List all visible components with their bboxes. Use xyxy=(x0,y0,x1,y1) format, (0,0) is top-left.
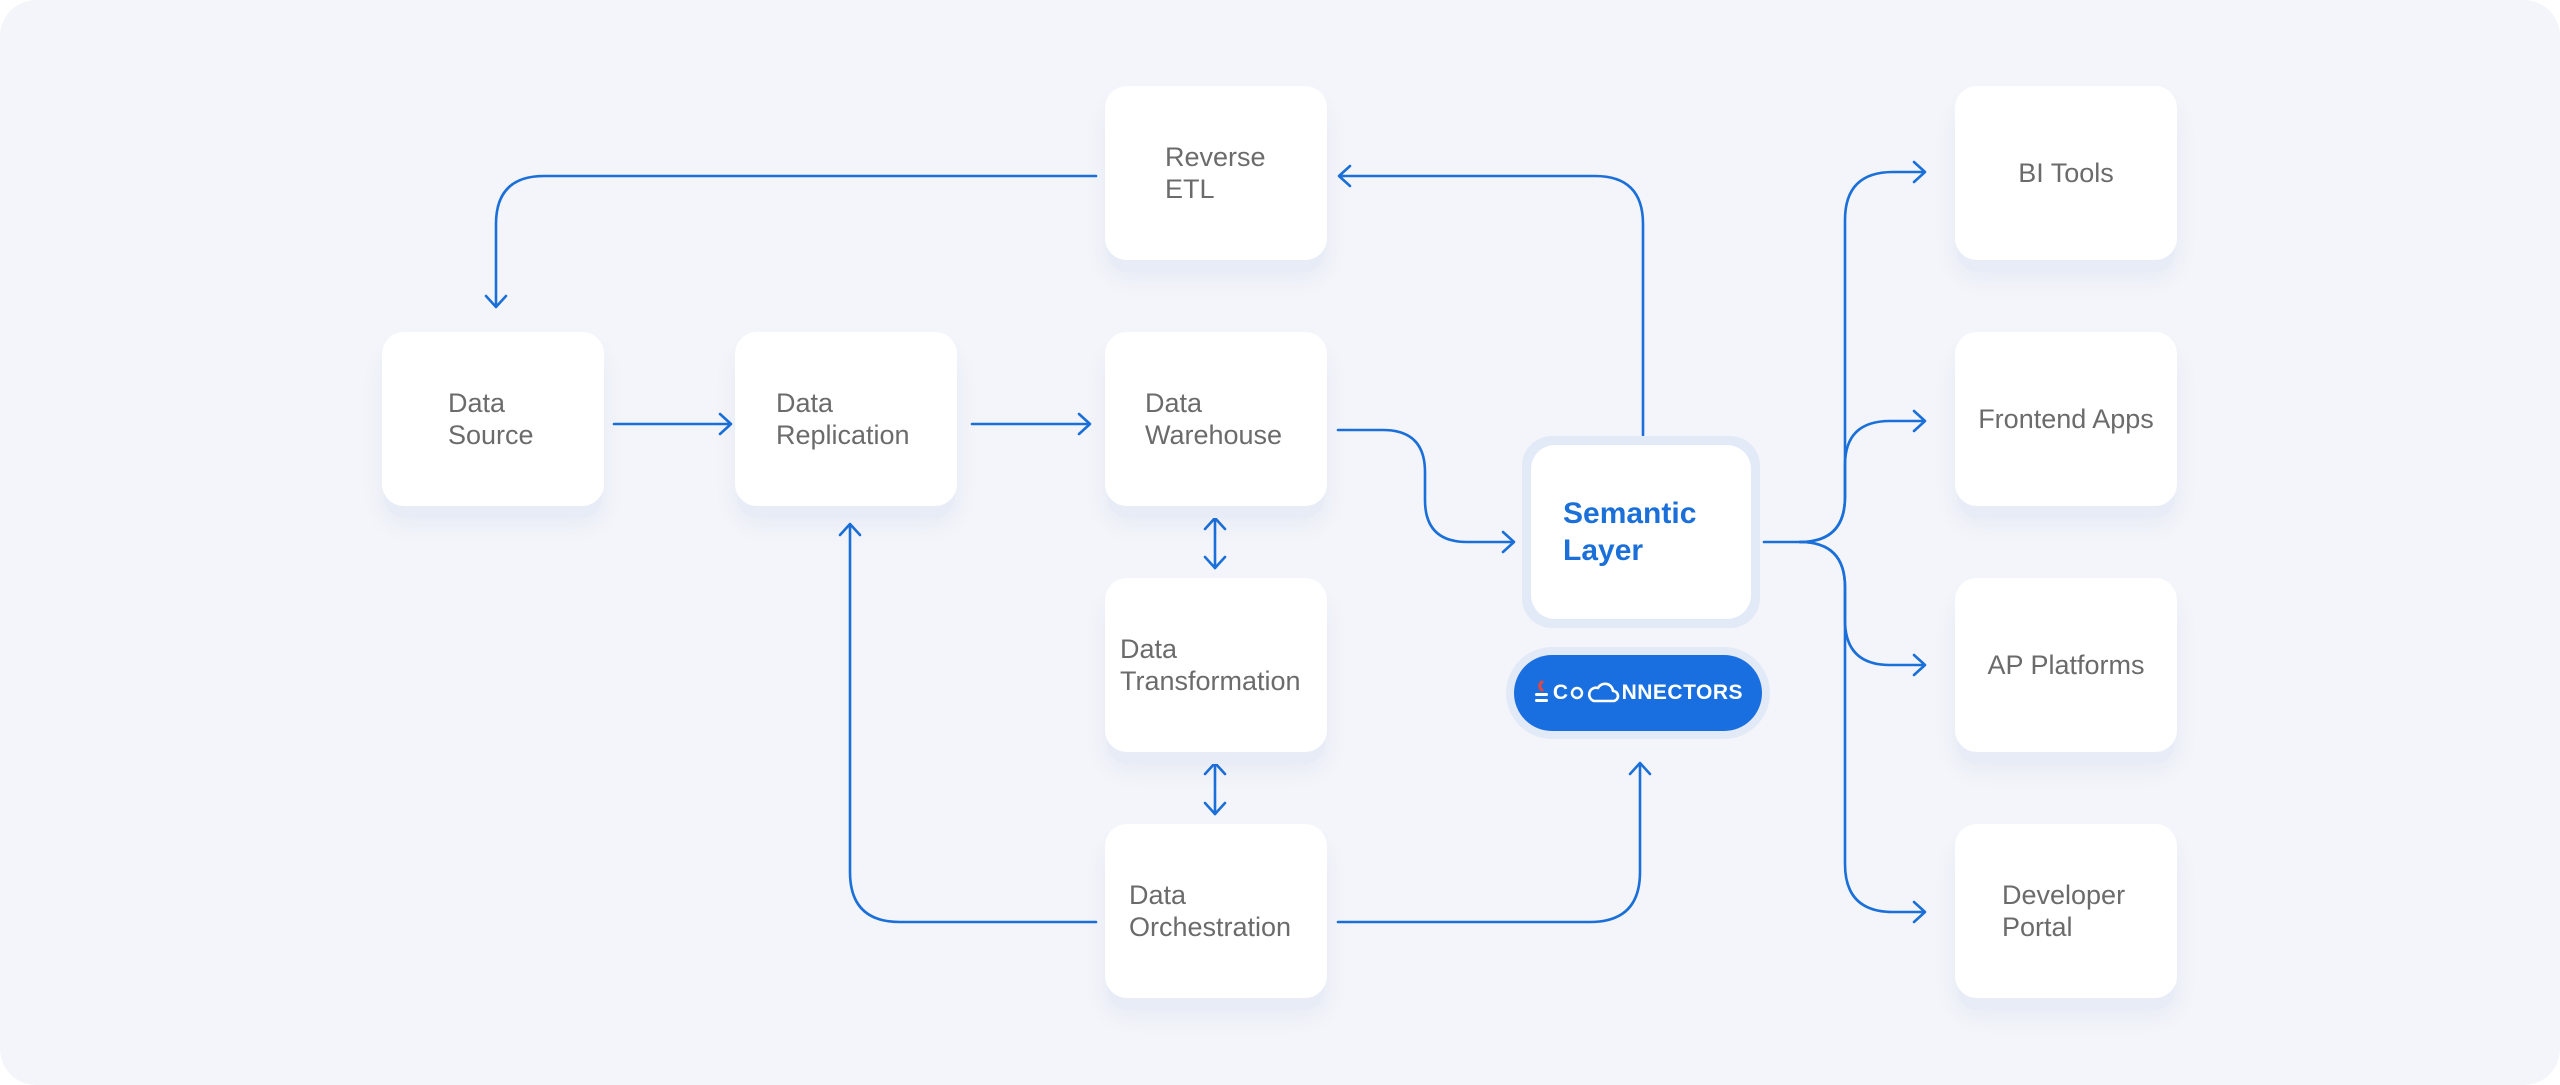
connectors-badge: C NNECTORS xyxy=(1514,655,1762,731)
node-frontend-apps: Frontend Apps xyxy=(1955,332,2177,506)
node-data-orchestration: Data Orchestration xyxy=(1105,824,1327,998)
node-data-warehouse: Data Warehouse xyxy=(1105,332,1327,506)
node-label: AP Platforms xyxy=(1987,650,2145,680)
semantic-layer-frame: Semantic Layer xyxy=(1522,436,1760,628)
edge-semantic-frontend xyxy=(1798,419,1926,544)
arrowhead-source xyxy=(484,294,508,309)
node-label: Developer Portal xyxy=(2002,880,2126,942)
node-label: Reverse ETL xyxy=(1165,142,1266,204)
node-label: Data Warehouse xyxy=(1145,388,1283,450)
arrowhead-semantic xyxy=(1501,530,1516,554)
node-ap-platforms: AP Platforms xyxy=(1955,578,2177,752)
connectors-badge-frame: C NNECTORS xyxy=(1506,647,1770,739)
edge-semantic-developer-portal xyxy=(1798,540,1926,914)
arrowhead-replication xyxy=(718,412,733,436)
edge-semantic-ap-platforms xyxy=(1798,540,1926,667)
ring-icon xyxy=(1570,686,1583,700)
node-label: Data Transformation xyxy=(1120,634,1301,696)
node-bi-tools: BI Tools xyxy=(1955,86,2177,260)
node-label: Data Source xyxy=(448,388,534,450)
cube-connector-icon xyxy=(1534,680,1548,702)
node-reverse-etl: Reverse ETL xyxy=(1105,86,1327,260)
node-label: Data Replication xyxy=(776,388,910,450)
node-data-replication: Data Replication xyxy=(735,332,957,506)
node-developer-portal: Developer Portal xyxy=(1955,824,2177,998)
edge-orchestration-connectors xyxy=(1336,762,1642,924)
connectors-prefix: C xyxy=(1552,681,1569,704)
edge-reverse-etl-source xyxy=(494,174,1098,308)
node-label: Semantic Layer xyxy=(1563,497,1697,567)
node-semantic-layer: Semantic Layer xyxy=(1531,445,1751,619)
cloud-icon xyxy=(1587,682,1619,703)
edge-semantic-reverse-etl xyxy=(1338,174,1645,437)
node-data-transformation: Data Transformation xyxy=(1105,578,1327,752)
arrowhead-reverse-etl xyxy=(1337,164,1352,188)
node-label: BI Tools xyxy=(2018,158,2114,188)
edge-orchestration-replication xyxy=(848,523,1098,924)
node-label: Frontend Apps xyxy=(1978,404,2154,434)
node-data-source: Data Source xyxy=(382,332,604,506)
connectors-suffix: NNECTORS xyxy=(1621,681,1744,704)
node-label: Data Orchestration xyxy=(1129,880,1292,942)
arrowhead-warehouse xyxy=(1077,412,1092,436)
edge-warehouse-semantic xyxy=(1336,428,1515,544)
